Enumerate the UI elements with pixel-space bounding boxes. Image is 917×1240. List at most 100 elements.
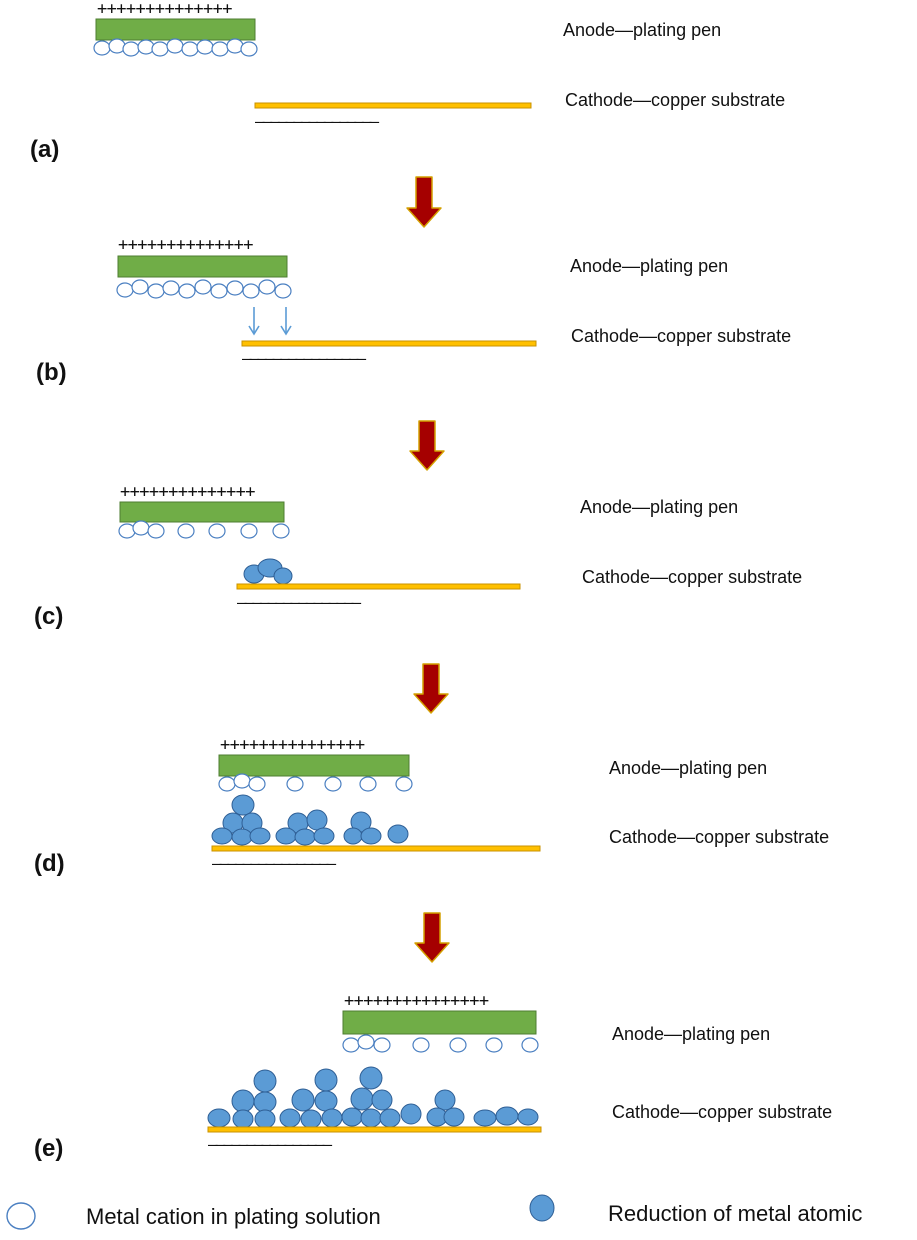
legend-cation-label: Metal cation in plating solution [86, 1204, 381, 1229]
metal-cation [274, 283, 292, 299]
cathode-label: Cathode—copper substrate [565, 90, 785, 110]
cation-row [116, 279, 292, 299]
copper-substrate [241, 340, 537, 347]
metal-atom [360, 827, 382, 845]
metal-cation [412, 1037, 430, 1053]
metal-cation [147, 283, 165, 299]
cation-row [118, 520, 290, 539]
metal-atom [273, 567, 293, 585]
copper-substrate [236, 583, 521, 590]
anode-plating-pen [117, 255, 288, 278]
anode-label: Anode—plating pen [609, 758, 767, 778]
metal-atom [294, 828, 316, 846]
metal-atom [211, 827, 233, 845]
metal-atom [231, 1089, 255, 1113]
metal-atom [343, 827, 363, 845]
metal-cation [211, 41, 229, 57]
cathode-charge-minus: ———————————————— [242, 349, 366, 368]
panel-e: +++++++++++++++ [34, 991, 832, 1162]
metal-atom [379, 1108, 401, 1128]
legend: Metal cation in plating solution Reducti… [6, 1194, 862, 1230]
panel-b: ++++++++++++++ ———————————————— Anode—pl… [36, 235, 791, 386]
metal-cation [226, 38, 244, 54]
metal-cation [210, 283, 228, 299]
anode-plating-pen [119, 501, 285, 523]
metal-atom [253, 1069, 277, 1093]
cathode-charge-minus: ———————————————— [208, 1135, 332, 1154]
metal-cation [286, 776, 304, 792]
metal-atom [321, 1108, 343, 1128]
drift-arrowhead [280, 325, 292, 336]
metal-atom [249, 827, 271, 845]
anode-plating-pen [95, 18, 256, 41]
metal-cation [196, 39, 214, 55]
anode-plating-pen [218, 754, 410, 777]
cation-row [93, 38, 258, 57]
cation-row [342, 1034, 539, 1053]
metal-atom [279, 1108, 301, 1128]
deposited-atoms [211, 794, 409, 846]
copper-substrate [254, 102, 532, 109]
metal-atom [473, 1109, 497, 1127]
panel-letter: (c) [34, 603, 63, 630]
metal-cation [324, 776, 342, 792]
copper-substrate [211, 845, 541, 852]
anode-label: Anode—plating pen [563, 20, 721, 40]
metal-atom [443, 1107, 465, 1127]
drift-arrowhead [248, 325, 260, 336]
panel-c: ++++++++++++++ ———————————————— Anode—pl… [34, 482, 802, 630]
cathode-label: Cathode—copper substrate [582, 567, 802, 587]
metal-cation [240, 41, 258, 57]
metal-cation-legend-icon [6, 1202, 36, 1230]
cathode-label: Cathode—copper substrate [609, 827, 829, 847]
step-arrow-down [414, 912, 450, 963]
metal-cation [166, 38, 184, 54]
metal-atom-legend-icon [529, 1194, 555, 1222]
anode-charge-plus: ++++++++++++++ [97, 0, 232, 19]
metal-cation [194, 279, 212, 295]
metal-cation [373, 1037, 391, 1053]
panel-letter: (a) [30, 136, 59, 163]
metal-cation [116, 282, 134, 298]
anode-plating-pen [342, 1010, 537, 1035]
anode-charge-plus: ++++++++++++++ [120, 482, 255, 502]
metal-atom [359, 1066, 383, 1090]
step-arrow-down [406, 176, 442, 228]
panel-a: ++++++++++++++ ———————————————— Anode—pl… [30, 0, 785, 163]
panel-d: +++++++++++++++ [34, 735, 829, 877]
metal-cation [108, 38, 126, 54]
metal-atom [275, 827, 297, 845]
metal-atom [232, 1109, 254, 1129]
metal-cation [272, 523, 290, 539]
cathode-charge-minus: ———————————————— [212, 854, 336, 873]
metal-cation [521, 1037, 539, 1053]
panel-letter: (b) [36, 359, 67, 386]
legend-atom-label: Reduction of metal atomic [608, 1201, 862, 1226]
metal-atom [350, 1087, 374, 1111]
metal-cation [162, 280, 180, 296]
cation-row [218, 773, 413, 792]
metal-cation [132, 520, 150, 536]
metal-atom [371, 1089, 393, 1111]
panel-letter: (d) [34, 850, 65, 877]
metal-atom [434, 1089, 456, 1111]
metal-cation [233, 773, 251, 789]
metal-cation [240, 523, 258, 539]
metal-cation [93, 40, 111, 56]
metal-cation [242, 283, 260, 299]
metal-atom [207, 1108, 231, 1128]
anode-label: Anode—plating pen [580, 497, 738, 517]
metal-cation [122, 41, 140, 57]
anode-charge-plus: ++++++++++++++ [118, 235, 253, 255]
anode-label: Anode—plating pen [570, 256, 728, 276]
metal-atom [300, 1109, 322, 1129]
cathode-label: Cathode—copper substrate [571, 326, 791, 346]
metal-cation [181, 41, 199, 57]
metal-cation [218, 776, 236, 792]
anode-charge-plus: +++++++++++++++ [344, 991, 489, 1011]
metal-cation [226, 280, 244, 296]
anode-label: Anode—plating pen [612, 1024, 770, 1044]
metal-cation [485, 1037, 503, 1053]
metal-atom [231, 794, 255, 816]
cation-drift-arrows [248, 307, 292, 336]
